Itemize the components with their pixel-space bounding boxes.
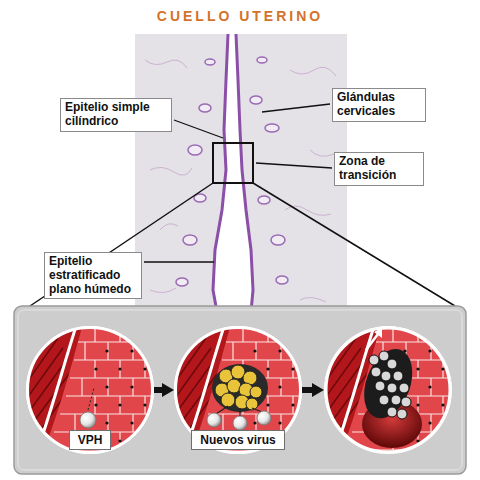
stage-circle-outline: [28, 328, 153, 453]
histology-section: [145, 60, 187, 68]
histology-section: [150, 288, 176, 293]
stage-circle-outline: [176, 328, 301, 453]
histology-section: [290, 67, 336, 76]
callout-box: Epitelio estratificado plano húmedo: [44, 252, 142, 299]
infection-stage-drawing: [387, 407, 397, 417]
infection-stage-drawing: [355, 342, 421, 425]
histology-section: [213, 34, 253, 312]
stage-circle: Nuevos virus: [174, 326, 302, 454]
stage-arrow: [154, 387, 166, 393]
callout-box: Epitelio simple cilíndrico: [60, 98, 172, 132]
infection-stage-drawing: [212, 364, 268, 412]
infection-stage-drawing: [375, 381, 385, 391]
callout-box: Glándulas cervicales: [332, 88, 426, 122]
infection-stage-drawing: [216, 406, 228, 414]
histology-section: [265, 124, 279, 132]
leader-line: [262, 104, 330, 112]
infection-stage-drawing: [369, 355, 379, 365]
infection-stage-drawing: [88, 388, 94, 410]
infection-stage-drawing: [168, 320, 308, 460]
infection-stage-drawing: [207, 413, 221, 427]
stage-label: VPH: [69, 430, 112, 450]
histology-section: [160, 224, 178, 230]
histology-section: [150, 167, 192, 175]
infection-stage-drawing: [80, 412, 96, 428]
histology-section: [188, 145, 202, 155]
infection-stage-drawing: [366, 334, 378, 350]
histology-section: [257, 57, 267, 63]
infection-stage-drawing: [369, 351, 411, 419]
infection-stage-drawing: [374, 328, 382, 338]
stage-arrow: [302, 387, 316, 393]
callout-label: Epitelio estratificado plano húmedo: [49, 255, 137, 296]
leader-line: [174, 120, 223, 138]
histology-section: [310, 150, 334, 156]
histology-section: [271, 235, 285, 245]
infection-panel: [18, 310, 462, 470]
infection-stage-drawing: [318, 320, 458, 460]
callout-label: Glándulas cervicales: [337, 91, 421, 119]
histology-section: [213, 143, 253, 183]
infection-stage-drawing: [318, 320, 458, 460]
infection-stage-drawing: [387, 359, 397, 369]
histology-section: [276, 276, 288, 284]
zoom-line: [30, 183, 455, 306]
infection-stage-drawing: [257, 411, 271, 425]
leader-line: [144, 104, 332, 262]
infection-stage-drawing: [233, 416, 247, 430]
infection-stage-drawing: [379, 351, 389, 361]
stage-circle: VPH: [26, 326, 154, 454]
callout-label: Epitelio simple cilíndrico: [65, 101, 167, 129]
zoom-line: [30, 183, 213, 306]
histology-section: [205, 59, 215, 65]
infection-stage-drawing: [371, 367, 381, 377]
stage-label: Nuevos virus: [191, 430, 284, 450]
infection-stage-drawing: [326, 328, 450, 452]
infection-stage-drawing: [221, 393, 235, 407]
infection-stage-drawing: [391, 395, 401, 405]
infection-stage-drawing: [20, 320, 160, 460]
histology-section: [236, 34, 253, 312]
infection-stage-drawing: [20, 320, 160, 460]
infection-stage-drawing: [215, 365, 262, 410]
leader-line: [256, 163, 332, 168]
callout-box: Zona de transición: [334, 152, 424, 186]
diagram-title: CUELLO UTERINO: [0, 8, 480, 24]
infection-stage-drawing: [393, 371, 403, 381]
histology-section: [183, 235, 197, 245]
histology-section: [199, 104, 211, 112]
infection-panel: [14, 306, 466, 474]
histology-section: [135, 34, 347, 312]
infection-stage-drawing: [387, 383, 397, 393]
infection-stage-drawing: [216, 406, 262, 416]
histology-section: [300, 297, 326, 302]
infection-panel: [14, 306, 466, 474]
histology-section: [213, 34, 228, 312]
infection-stage-drawing: [252, 408, 262, 412]
callout-label: Zona de transición: [339, 155, 419, 183]
infection-stage-drawing: [397, 409, 407, 419]
infection-stage-drawing: [401, 397, 411, 407]
infection-stage-drawing: [379, 395, 389, 405]
infection-stage-drawing: [381, 371, 391, 381]
zoom-line: [253, 183, 455, 306]
infection-stage-drawing: [355, 328, 422, 448]
infection-stage-drawing: [250, 386, 262, 398]
infection-stage-drawing: [399, 383, 409, 393]
histology-section: [258, 196, 270, 204]
leader-line: [144, 261, 214, 262]
histology-section: [176, 278, 188, 286]
infection-stage-drawing: [168, 320, 308, 460]
infection-stage-drawing: [239, 408, 240, 416]
histology-section: [135, 34, 347, 312]
histology-section: [250, 96, 262, 104]
